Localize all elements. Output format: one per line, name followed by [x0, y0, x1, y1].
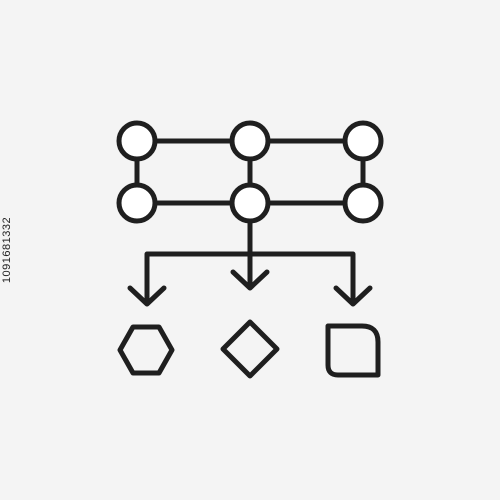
arrow-head-right: [333, 285, 373, 307]
rounded-square-shape: [325, 323, 381, 378]
node-top-right: [342, 120, 384, 162]
node-bottom-right: [342, 182, 384, 224]
node-top-left: [116, 120, 158, 162]
diamond-shape: [220, 319, 280, 379]
arrow-head-center: [230, 269, 270, 291]
node-bottom-center: [229, 182, 271, 224]
node-bottom-left: [116, 182, 158, 224]
node-top-center: [229, 120, 271, 162]
image-id-text: 1091681332: [1, 216, 13, 284]
hexagon-shape: [117, 324, 175, 376]
arrow-head-left: [127, 285, 167, 307]
branch-bar: [144, 251, 356, 305]
